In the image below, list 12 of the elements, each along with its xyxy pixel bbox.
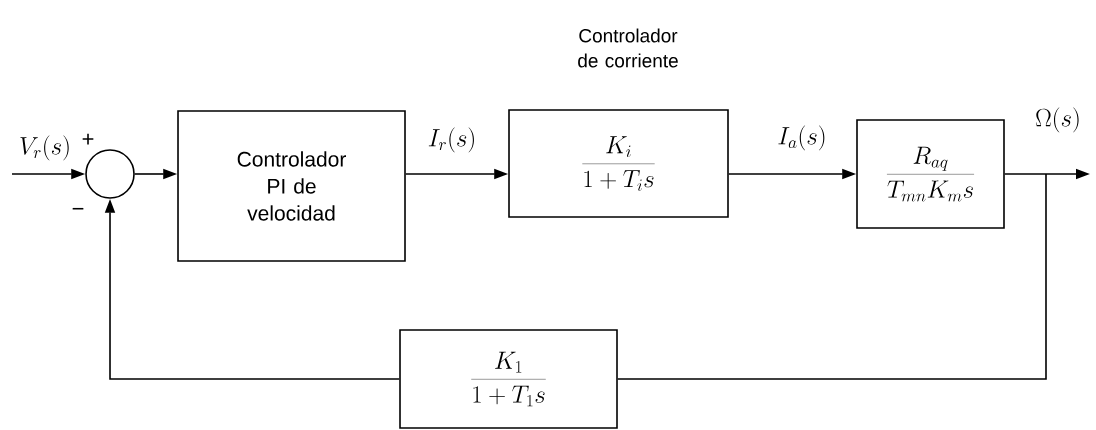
block: Controlador PI de velocidad (177, 110, 406, 262)
sign-label: + (82, 133, 94, 145)
signal-label: $I_r(s)$ (428, 127, 474, 153)
signal-label: $\Omega(s)$ (1036, 107, 1079, 133)
summing-junction (85, 149, 135, 199)
block-heading: Controlador de corriente (578, 28, 678, 68)
sign-label: − (72, 207, 84, 210)
block: $\frac{K_1}{1+T_1 s}$ (399, 329, 618, 429)
block: $\frac{R_{aq}}{T_{mn}K_m s}$ (856, 119, 1005, 229)
signal-label: $V_r(s)$ (20, 135, 69, 161)
signal-label: $I_a(s)$ (778, 125, 825, 151)
block: $\frac{K_i}{1+T_i s}$ (508, 109, 729, 218)
